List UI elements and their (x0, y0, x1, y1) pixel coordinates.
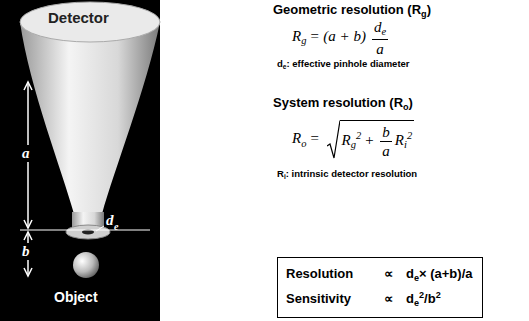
formula-text: Geometric resolution (R (273, 2, 421, 17)
aperture-plate (66, 225, 110, 239)
summary-row: Resolution∝de× (a+b)/a (286, 262, 472, 287)
formula-operator: + (364, 132, 374, 148)
subscript: e (381, 26, 386, 37)
formula-text: R (395, 132, 404, 148)
formula-text: d (406, 291, 414, 306)
formula-text: d (277, 58, 283, 69)
subscript: e (283, 63, 287, 70)
formula-text: d (374, 19, 382, 35)
formula-text: R (292, 28, 301, 44)
square-root: Rg2+baRi2 (327, 120, 415, 160)
leader-line (96, 226, 104, 231)
superscript: 2 (356, 130, 361, 141)
formula-text: /b (424, 291, 436, 306)
formula-text: ) (427, 2, 431, 17)
formula-operator: = (309, 130, 319, 146)
collimator-cone (20, 22, 160, 214)
formula-text: R (342, 132, 351, 148)
subscript: e (414, 273, 419, 283)
summary-row: Sensitivity∝de2/b2 (286, 287, 472, 312)
subscript: o (403, 102, 409, 112)
formula-line: Ro=Rg2+baRi2 (292, 120, 414, 160)
pinhole-label: e (114, 221, 118, 232)
formula-text: ) (409, 95, 413, 110)
formula-text: R (277, 168, 284, 179)
proportional-sign: ∝ (384, 262, 406, 287)
superscript: 2 (407, 130, 412, 141)
radical-sign (327, 120, 340, 160)
subscript: g (301, 35, 306, 46)
subscript: g (351, 139, 356, 150)
note-line: de: effective pinhole diameter (277, 58, 410, 71)
object-sphere (73, 252, 99, 278)
note-line: Ri: intrinsic detector resolution (277, 168, 417, 181)
summary-term: Resolution (286, 262, 384, 287)
detector-face (20, 2, 160, 42)
fraction: ba (380, 123, 392, 160)
subscript: o (301, 138, 306, 149)
proportional-sign: ∝ (384, 287, 406, 312)
heading-line: System resolution (Ro) (273, 95, 413, 113)
formula-line: Rg= (a + b) dea (292, 18, 391, 58)
subscript: i (404, 139, 407, 150)
formula-operator: = (a + b) (309, 28, 365, 44)
subscript: i (284, 173, 286, 180)
formula-text: System resolution (R (273, 95, 403, 110)
formula-text: R (292, 130, 301, 146)
summary-box: Resolution∝de× (a+b)/aSensitivity∝de2/b2 (277, 257, 483, 318)
photo-ground (0, 0, 160, 321)
formula-text: a (382, 143, 390, 159)
formula-text: : effective pinhole diameter (287, 58, 410, 69)
detector-label: Detector (48, 10, 109, 27)
formula-text: × (a+b)/a (419, 266, 472, 281)
formula-text: : intrinsic detector resolution (286, 168, 417, 179)
subscript: g (421, 9, 427, 19)
fraction: dea (372, 18, 388, 58)
subscript: e (414, 298, 419, 308)
object-label: Object (54, 290, 98, 305)
heading-line: Geometric resolution (Rg) (273, 2, 431, 20)
dimension-label: a (21, 145, 31, 162)
formula-text: b (382, 124, 390, 140)
superscript: 2 (436, 290, 441, 300)
summary-term: Sensitivity (286, 287, 384, 312)
dimension-label: b (21, 243, 31, 260)
formula-text: a (376, 41, 384, 57)
formula-text: d (406, 266, 414, 281)
superscript: 2 (419, 290, 424, 300)
pinhole-plane-line (20, 229, 150, 230)
pinhole-label: d (106, 212, 114, 229)
